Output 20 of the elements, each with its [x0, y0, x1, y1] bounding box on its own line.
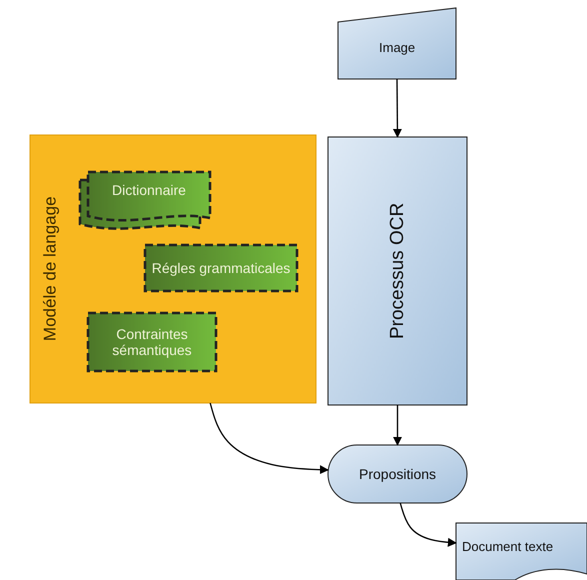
- manual-input-shape: [338, 8, 456, 79]
- arrow: [210, 402, 329, 474]
- process-box: [328, 137, 467, 405]
- node-label: Processus OCR: [386, 202, 409, 340]
- node-label: Propositions: [359, 466, 436, 482]
- node-label: Modéle de langage: [40, 196, 60, 342]
- arrow: [392, 79, 402, 138]
- process-box: [88, 313, 216, 371]
- document-shape: [456, 523, 587, 580]
- arrow: [393, 405, 402, 446]
- node-label: Dictionnaire: [112, 182, 186, 198]
- node-label: Régles grammaticales: [150, 260, 292, 276]
- arrow: [400, 502, 457, 547]
- group-panel: [30, 135, 316, 403]
- terminator-shape: [328, 445, 467, 503]
- node-label: Document texte: [462, 540, 554, 554]
- node-label: Contraintes sémantiques: [111, 326, 193, 358]
- process-box: [145, 245, 297, 291]
- node-label: Image: [379, 40, 416, 56]
- document-stack-shape: [80, 172, 210, 230]
